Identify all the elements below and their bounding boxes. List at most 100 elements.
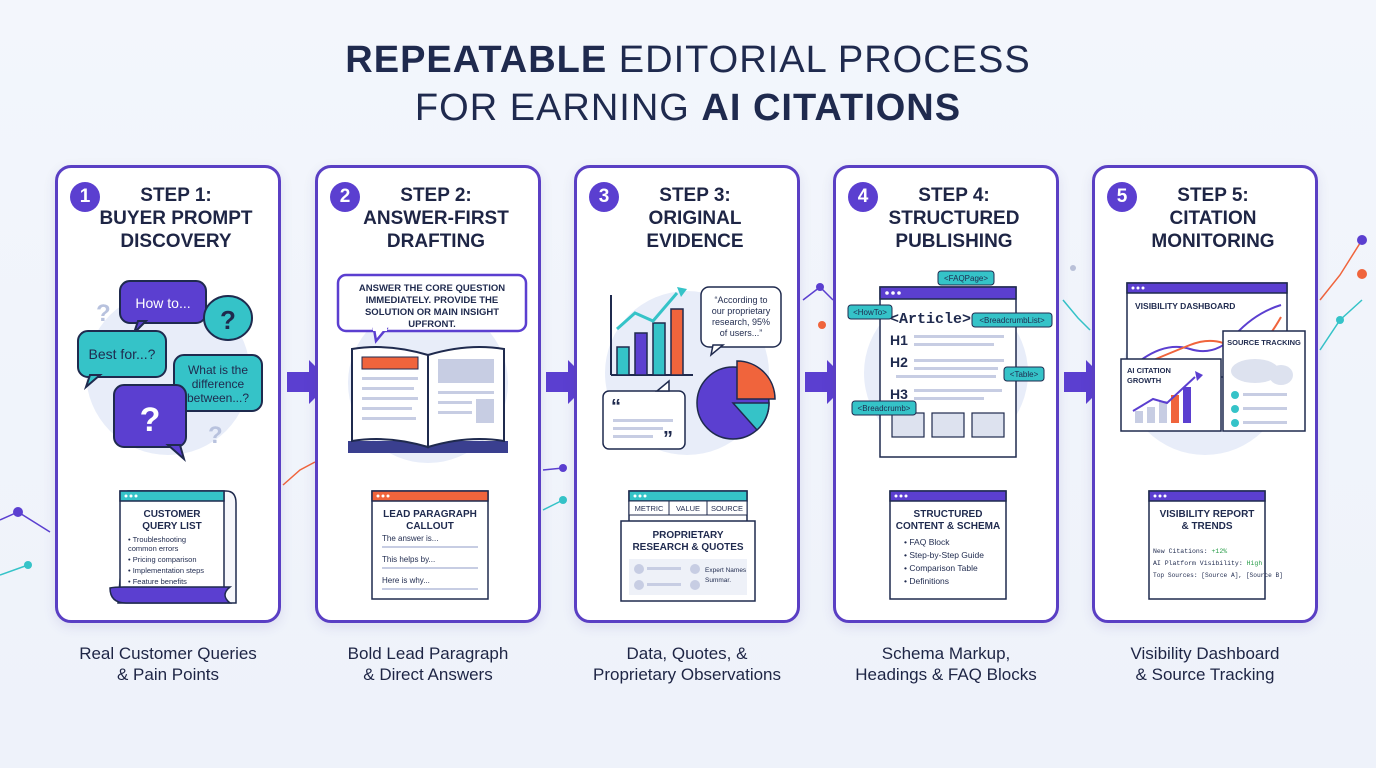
- svg-text:VALUE: VALUE: [676, 504, 700, 513]
- svg-text:H2: H2: [890, 354, 908, 370]
- svg-text:PROPRIETARY: PROPRIETARY: [652, 530, 723, 541]
- svg-text:VISIBILITY REPORT: VISIBILITY REPORT: [1160, 509, 1255, 520]
- svg-text:• Definitions: • Definitions: [904, 576, 949, 586]
- svg-text:<Table>: <Table>: [1010, 370, 1039, 379]
- svg-text:CONTENT & SCHEMA: CONTENT & SCHEMA: [896, 521, 1000, 532]
- svg-text:• FAQ Block: • FAQ Block: [904, 537, 950, 547]
- svg-text:“: “: [611, 396, 621, 418]
- step-3-caption: Data, Quotes, &Proprietary Observations: [592, 644, 782, 684]
- ai-citation-growth-window: AI CITATION GROWTH: [1120, 358, 1222, 432]
- bubble-best-for: Best for...?: [77, 330, 167, 391]
- svg-text:How to...: How to...: [135, 295, 190, 311]
- proprietary-research-doc: METRIC VALUE SOURCE PROPRIETARY RESEARCH…: [620, 490, 756, 602]
- page-title-line-2: FOR EARNING AI CITATIONS: [414, 87, 962, 129]
- svg-text:STRUCTURED: STRUCTURED: [914, 509, 983, 520]
- svg-text:our proprietary: our proprietary: [712, 306, 771, 316]
- page-title-line-1: REPEATABLE EDITORIAL PROCESS: [345, 39, 1031, 81]
- step-3-evidence-illustration: “According to our proprietary research, …: [602, 286, 782, 455]
- step-4-structured-article-illustration: <Article> H1 H2 H3 <FAQPage> <HowTo> <Br…: [847, 270, 1053, 458]
- quote-bubble-stat: “According to our proprietary research, …: [700, 286, 782, 357]
- svg-text:QUERY LIST: QUERY LIST: [142, 521, 201, 532]
- visibility-report-doc: VISIBILITY REPORT & TRENDS New Citations…: [1148, 490, 1283, 600]
- svg-text:SOURCE: SOURCE: [711, 504, 743, 513]
- bar-chart-icon: [610, 287, 693, 376]
- svg-text:ANSWER THE CORE QUESTION: ANSWER THE CORE QUESTION: [359, 283, 505, 294]
- svg-text:Expert Names: Expert Names: [705, 567, 747, 574]
- step-2-badge: 2: [330, 182, 360, 212]
- svg-text:GROWTH: GROWTH: [1127, 376, 1161, 385]
- step-5-caption: Visibility Dashboard& Source Tracking: [1130, 644, 1280, 684]
- step-3-badge: 3: [589, 182, 619, 212]
- bubble-big-question: ?: [113, 384, 187, 462]
- step-2-caption: Bold Lead Paragraph& Direct Answers: [347, 644, 509, 684]
- step-2-open-book-illustration: ANSWER THE CORE QUESTION IMMEDIATELY. PR…: [336, 273, 528, 463]
- svg-text:”: ”: [663, 428, 673, 450]
- structured-content-schema-doc: STRUCTURED CONTENT & SCHEMA • FAQ Block …: [889, 490, 1007, 600]
- svg-text:AI CITATION: AI CITATION: [1127, 366, 1171, 375]
- svg-text:New Citations: +12%: New Citations: +12%: [1153, 548, 1227, 555]
- svg-text:“According to: “According to: [714, 295, 767, 305]
- svg-text:<BreadcrumbList>: <BreadcrumbList>: [979, 316, 1045, 325]
- step-1-badge: 1: [70, 182, 100, 212]
- svg-text:of users...”: of users...”: [720, 328, 763, 338]
- svg-text:• Comparison Table: • Comparison Table: [904, 563, 978, 573]
- svg-text:H1: H1: [890, 332, 908, 348]
- svg-text:• Pricing comparison: • Pricing comparison: [128, 555, 197, 564]
- step-1-speech-bubbles-illustration: ? ? How to... ? Best for...? What is the…: [77, 280, 263, 462]
- svg-text:difference: difference: [192, 377, 245, 391]
- svg-text:RESEARCH & QUOTES: RESEARCH & QUOTES: [632, 542, 743, 553]
- svg-text:• Feature benefits: • Feature benefits: [128, 577, 187, 586]
- svg-text:SOLUTION OR MAIN INSIGHT: SOLUTION OR MAIN INSIGHT: [365, 307, 499, 318]
- svg-text:Top Sources: [Source A], [Sour: Top Sources: [Source A], [Source B]: [1153, 572, 1283, 579]
- svg-text:AI Platform Visibility: High: AI Platform Visibility: High: [1153, 560, 1262, 567]
- svg-text:common errors: common errors: [128, 544, 179, 553]
- svg-text:<FAQPage>: <FAQPage>: [944, 274, 988, 283]
- svg-text:Best for...?: Best for...?: [89, 346, 156, 362]
- open-book: [348, 346, 508, 453]
- svg-text:?: ?: [140, 401, 161, 439]
- svg-text:The answer is...: The answer is...: [382, 534, 438, 543]
- svg-text:CUSTOMER: CUSTOMER: [143, 509, 201, 520]
- svg-text:between...?: between...?: [187, 391, 249, 405]
- source-tracking-window: SOURCE TRACKING: [1222, 330, 1306, 432]
- svg-text:This helps by...: This helps by...: [382, 555, 435, 564]
- bubble-difference: What is the difference between...?: [173, 354, 263, 412]
- customer-query-list-doc: CUSTOMER QUERY LIST • Troubleshooting co…: [109, 490, 237, 604]
- svg-text:SOURCE TRACKING: SOURCE TRACKING: [1227, 338, 1301, 347]
- bubble-question: ?: [203, 295, 253, 341]
- svg-text:?: ?: [96, 300, 111, 327]
- svg-text:Here is why...: Here is why...: [382, 576, 430, 585]
- quote-card-icon: “ ”: [602, 379, 686, 450]
- svg-text:<HowTo>: <HowTo>: [853, 308, 887, 317]
- step-5-dashboard-illustration: VISIBILITY DASHBOARD SOURCE TRACKING AI …: [1120, 282, 1306, 455]
- step-1-caption: Real Customer Queries& Pain Points: [79, 644, 257, 684]
- svg-text:& TRENDS: & TRENDS: [1181, 521, 1232, 532]
- bubble-how-to: How to...: [119, 280, 207, 334]
- svg-text:Summar.: Summar.: [705, 577, 731, 584]
- step-5-badge: 5: [1107, 182, 1137, 212]
- svg-text:LEAD PARAGRAPH: LEAD PARAGRAPH: [383, 509, 477, 520]
- svg-text:<Breadcrumb>: <Breadcrumb>: [858, 404, 911, 413]
- svg-text:METRIC: METRIC: [635, 504, 664, 513]
- svg-text:• Step-by-Step Guide: • Step-by-Step Guide: [904, 550, 984, 560]
- svg-text:?: ?: [208, 422, 223, 449]
- svg-text:What is the: What is the: [188, 363, 248, 377]
- answer-callout-bubble: ANSWER THE CORE QUESTION IMMEDIATELY. PR…: [336, 273, 528, 344]
- svg-text:H3: H3: [890, 386, 908, 402]
- schema-tags: <FAQPage> <HowTo> <BreadcrumbList> <Tabl…: [847, 270, 1053, 416]
- step-4-caption: Schema Markup,Headings & FAQ Blocks: [855, 644, 1037, 684]
- svg-text:<Article>: <Article>: [890, 311, 971, 328]
- svg-text:• Implementation steps: • Implementation steps: [128, 566, 204, 575]
- svg-text:?: ?: [220, 305, 236, 335]
- svg-text:• Troubleshooting: • Troubleshooting: [128, 535, 186, 544]
